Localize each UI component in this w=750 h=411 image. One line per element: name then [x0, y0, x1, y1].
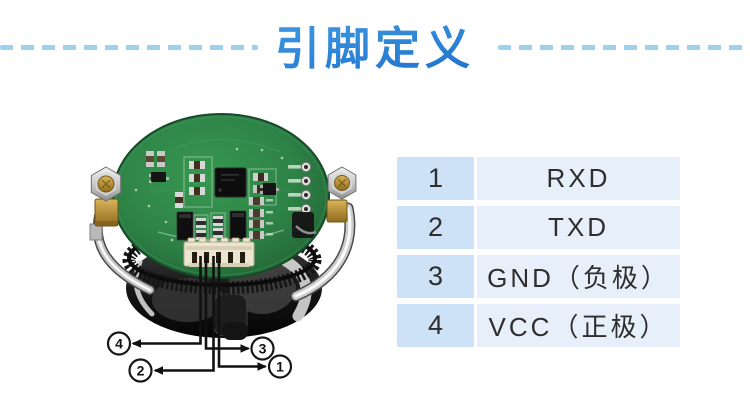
- arrow-right-pin3: [240, 344, 250, 353]
- arrow-right-pin1: [257, 362, 267, 371]
- pcb-components: [134, 139, 317, 246]
- svg-text:2: 2: [137, 363, 145, 379]
- title-dash-left: [0, 45, 258, 50]
- svg-text:4: 4: [115, 336, 123, 352]
- pin-marker-4: 4: [106, 331, 132, 356]
- pin-marker-2: 2: [128, 358, 153, 383]
- pin-number-cell: 1: [397, 157, 474, 200]
- wire-pin3: [204, 256, 249, 350]
- svg-text:3: 3: [259, 341, 267, 357]
- pin-callout-wires: [133, 256, 266, 372]
- pin-marker-1: 1: [267, 354, 293, 379]
- sensor-photo: 4 3 2 1: [89, 113, 357, 383]
- pin-signal-cell: TXD: [477, 206, 680, 249]
- arrow-left-pin4: [131, 339, 141, 348]
- pin-number-cell: 4: [397, 304, 474, 347]
- svg-text:1: 1: [276, 359, 284, 375]
- title-dash-right: [498, 45, 750, 50]
- pin-markers: 4 3 2 1: [106, 331, 293, 383]
- mount-bracket-right: [290, 202, 356, 302]
- pin-signal-cell: RXD: [477, 157, 680, 200]
- hex-nut-right: [326, 166, 357, 223]
- arrow-left-pin2: [153, 366, 163, 375]
- pin-signal-cell: VCC（正极）: [477, 304, 680, 347]
- wire-pin1: [217, 256, 266, 368]
- pin-signal-cell: GND（负极）: [477, 255, 680, 298]
- wire-pin4: [133, 256, 202, 345]
- pin-number-cell: 3: [397, 255, 474, 298]
- pin-definition-table: 1 RXD 2 TXD 3 GND（负极） 4 VCC（正极）: [397, 157, 680, 347]
- ic-chip: [214, 167, 247, 198]
- arrowheads: [131, 339, 267, 375]
- pin-marker-3: 3: [250, 336, 275, 361]
- wire-pin2: [155, 256, 215, 372]
- page-title: 引脚定义: [0, 12, 750, 77]
- rubber-boot: [213, 293, 248, 340]
- pin-number-cell: 2: [397, 206, 474, 249]
- hex-nut-left: [89, 166, 122, 241]
- test-pads: [288, 161, 312, 215]
